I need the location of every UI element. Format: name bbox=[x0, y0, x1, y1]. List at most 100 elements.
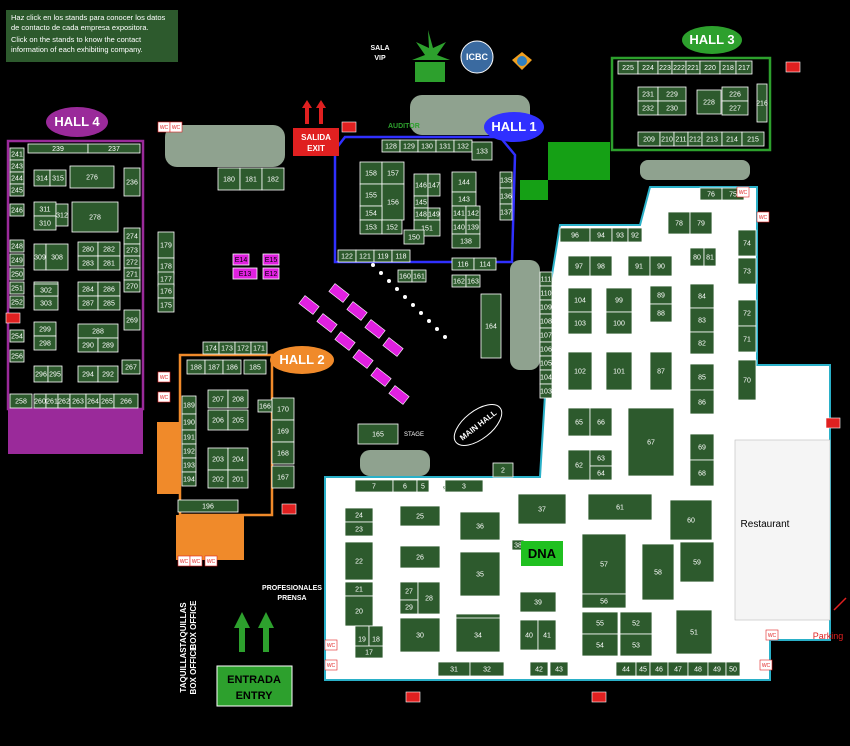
stand-70[interactable]: 70 bbox=[737, 359, 757, 401]
stand-168[interactable]: 168 bbox=[271, 441, 295, 465]
stand-88[interactable]: 88 bbox=[649, 303, 673, 323]
stand-214[interactable]: 214 bbox=[721, 131, 743, 147]
stand-284[interactable]: 284 bbox=[77, 281, 99, 297]
stand-57[interactable]: 57 bbox=[581, 533, 627, 595]
stand-64[interactable]: 64 bbox=[589, 465, 613, 481]
stand-100[interactable]: 100 bbox=[605, 311, 633, 335]
diagonal-stand[interactable] bbox=[334, 331, 356, 351]
stand-51[interactable]: 51 bbox=[675, 609, 713, 655]
stand-20[interactable]: 20 bbox=[344, 595, 374, 627]
stand-42[interactable]: 42 bbox=[529, 661, 549, 677]
stand-191[interactable]: 191 bbox=[181, 429, 197, 445]
stand-36[interactable]: 36 bbox=[459, 511, 501, 541]
stand-21[interactable]: 21 bbox=[344, 581, 374, 597]
stand-260[interactable]: 260 bbox=[33, 393, 47, 409]
stand-292[interactable]: 292 bbox=[97, 365, 119, 383]
stand-176[interactable]: 176 bbox=[157, 283, 175, 299]
stand-254[interactable]: 254 bbox=[9, 329, 25, 343]
stand-246[interactable]: 246 bbox=[9, 203, 25, 217]
stand-35[interactable]: 35 bbox=[459, 551, 501, 597]
stand-298[interactable]: 298 bbox=[33, 335, 57, 351]
stand-294[interactable]: 294 bbox=[77, 365, 99, 383]
stand-212[interactable]: 212 bbox=[687, 131, 703, 147]
stand-69[interactable]: 69 bbox=[689, 433, 715, 461]
stand-283[interactable]: 283 bbox=[77, 255, 99, 271]
stand-286[interactable]: 286 bbox=[97, 281, 121, 297]
stand-5[interactable]: 5 bbox=[416, 479, 430, 493]
stand-192[interactable]: 192 bbox=[181, 443, 197, 459]
stand-314[interactable]: 314 bbox=[33, 169, 51, 187]
stand-202[interactable]: 202 bbox=[207, 469, 229, 489]
stand-67[interactable]: 67 bbox=[627, 407, 675, 477]
stand-312[interactable]: 312 bbox=[55, 203, 69, 227]
stand-263[interactable]: 263 bbox=[69, 393, 87, 409]
stand-218[interactable]: 218 bbox=[719, 60, 737, 75]
stand-e13[interactable]: E13 bbox=[232, 267, 258, 280]
stand-273[interactable]: 273 bbox=[123, 243, 141, 257]
stand-187[interactable]: 187 bbox=[204, 359, 224, 375]
stand-237[interactable]: 237 bbox=[87, 143, 141, 154]
stand-52[interactable]: 52 bbox=[619, 611, 653, 635]
stand-222[interactable]: 222 bbox=[671, 60, 687, 75]
stand-144[interactable]: 144 bbox=[451, 171, 477, 193]
stand-71[interactable]: 71 bbox=[737, 325, 757, 353]
stand-46[interactable]: 46 bbox=[649, 661, 669, 677]
stand-149[interactable]: 149 bbox=[427, 207, 441, 221]
stand-116[interactable]: 116 bbox=[451, 257, 475, 271]
stand-108[interactable]: 108 bbox=[539, 313, 553, 329]
stand-280[interactable]: 280 bbox=[77, 241, 99, 257]
stand-102[interactable]: 102 bbox=[567, 351, 593, 391]
stand-270[interactable]: 270 bbox=[123, 279, 141, 293]
stand-99[interactable]: 99 bbox=[605, 287, 633, 313]
stand-303[interactable]: 303 bbox=[33, 295, 59, 311]
stand-188[interactable]: 188 bbox=[186, 359, 206, 375]
stand-133[interactable]: 133 bbox=[471, 141, 493, 161]
stand-93[interactable]: 93 bbox=[611, 227, 629, 243]
stand-269[interactable]: 269 bbox=[123, 309, 141, 331]
stand-136[interactable]: 136 bbox=[499, 187, 513, 205]
stand-256[interactable]: 256 bbox=[9, 349, 25, 363]
stand-140[interactable]: 140 bbox=[451, 219, 467, 235]
stand-209[interactable]: 209 bbox=[637, 131, 661, 147]
stand-160[interactable]: 160 bbox=[397, 269, 413, 283]
stand-104[interactable]: 104 bbox=[567, 287, 593, 313]
stand-172[interactable]: 172 bbox=[234, 341, 252, 355]
stand-194[interactable]: 194 bbox=[181, 471, 197, 487]
stand-2[interactable]: 2 bbox=[492, 462, 514, 478]
stand-141[interactable]: 141 bbox=[451, 205, 467, 221]
stand-211[interactable]: 211 bbox=[673, 131, 689, 147]
stand-25[interactable]: 25 bbox=[399, 505, 441, 527]
stand-274[interactable]: 274 bbox=[123, 227, 141, 245]
stand-213[interactable]: 213 bbox=[701, 131, 723, 147]
stand-201[interactable]: 201 bbox=[227, 469, 249, 489]
stand-31[interactable]: 31 bbox=[437, 661, 471, 677]
stand-287[interactable]: 287 bbox=[77, 295, 99, 311]
stand-167[interactable]: 167 bbox=[271, 465, 295, 489]
stand-169[interactable]: 169 bbox=[271, 419, 295, 443]
stand-65[interactable]: 65 bbox=[567, 407, 591, 437]
stand-175[interactable]: 175 bbox=[157, 297, 175, 313]
stand-215[interactable]: 215 bbox=[741, 131, 765, 147]
stand-162[interactable]: 162 bbox=[451, 274, 467, 288]
stand-28[interactable]: 28 bbox=[417, 581, 441, 615]
stand-145[interactable]: 145 bbox=[413, 195, 429, 209]
stand-236[interactable]: 236 bbox=[123, 167, 141, 197]
stand-55[interactable]: 55 bbox=[581, 611, 619, 635]
stand-252[interactable]: 252 bbox=[9, 295, 25, 309]
stand-3[interactable]: 3 bbox=[444, 479, 484, 493]
stand-98[interactable]: 98 bbox=[589, 255, 613, 277]
stand-58[interactable]: 58 bbox=[641, 543, 675, 601]
stand-80[interactable]: 80 bbox=[689, 247, 705, 267]
stand-e15[interactable]: E15 bbox=[262, 253, 280, 266]
stand-243[interactable]: 243 bbox=[9, 159, 25, 173]
stand-148[interactable]: 148 bbox=[413, 207, 429, 221]
stand-135[interactable]: 135 bbox=[499, 171, 513, 189]
stand-82[interactable]: 82 bbox=[689, 331, 715, 355]
stand-227[interactable]: 227 bbox=[721, 100, 749, 116]
stand-220[interactable]: 220 bbox=[699, 60, 721, 75]
stand-153[interactable]: 153 bbox=[359, 219, 383, 235]
stand-265[interactable]: 265 bbox=[99, 393, 115, 409]
stand-45[interactable]: 45 bbox=[635, 661, 651, 677]
stand-131[interactable]: 131 bbox=[435, 139, 455, 153]
stand-6[interactable]: 6 bbox=[392, 479, 418, 493]
